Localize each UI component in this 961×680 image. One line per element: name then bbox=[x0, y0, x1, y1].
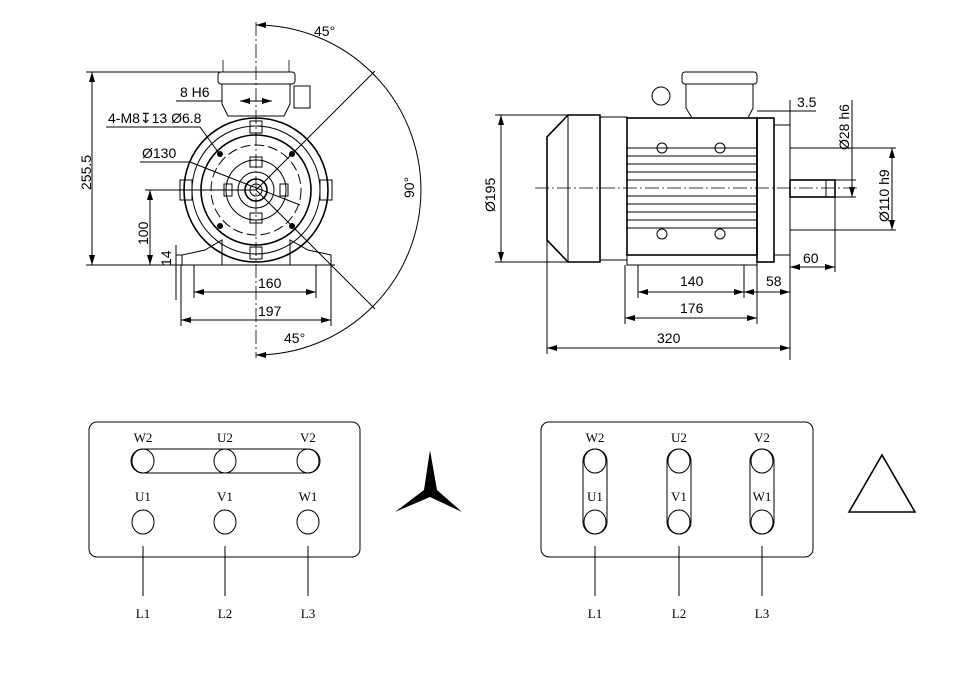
dim-flange-holes: 4-M8↧13 Ø6.8 bbox=[108, 110, 202, 126]
delta-connection-diagram: W2 U2 V2 U1 V1 W1 L1 L2 L3 bbox=[540, 421, 917, 621]
lifting-eye bbox=[651, 86, 671, 106]
line-label-l3: L3 bbox=[755, 606, 769, 621]
terminal-label-v1: V1 bbox=[671, 489, 687, 504]
flange bbox=[756, 117, 775, 263]
star-bridge bbox=[130, 448, 321, 474]
terminal-label-w2: W2 bbox=[134, 430, 153, 445]
terminal-bottom-row bbox=[131, 509, 320, 535]
angle-top-label: 45° bbox=[314, 23, 335, 39]
feet bbox=[176, 239, 335, 266]
dim-flange-pcd: Ø130 bbox=[142, 145, 176, 161]
terminal-label-u1: U1 bbox=[135, 489, 151, 504]
star-connection-diagram: W2 U2 V2 U1 V1 W1 L1 L2 L3 bbox=[88, 421, 462, 621]
mounting-bosses bbox=[656, 142, 726, 240]
terminal-label-w1: W1 bbox=[299, 489, 318, 504]
dim-flange-to-foot: 58 bbox=[766, 273, 782, 289]
delta-symbol-icon bbox=[847, 453, 917, 513]
terminal-label-u2: U2 bbox=[217, 430, 233, 445]
dim-foot-hole-distance: 140 bbox=[680, 273, 704, 289]
dim-key: 8 H6 bbox=[180, 84, 210, 100]
terminal-circles bbox=[583, 448, 774, 535]
dim-foot-hole-spacing: 160 bbox=[258, 275, 282, 291]
shaft bbox=[789, 179, 836, 198]
terminal-label-u1: U1 bbox=[587, 489, 603, 504]
side-foot bbox=[626, 254, 758, 266]
dim-shaft-diameter: Ø28 h6 bbox=[836, 104, 852, 150]
star-symbol-icon bbox=[395, 450, 462, 512]
angle-span-label: 90° bbox=[401, 177, 417, 198]
terminal-label-w2: W2 bbox=[586, 430, 605, 445]
terminal-label-w1: W1 bbox=[753, 489, 772, 504]
dim-height: 255.5 bbox=[78, 155, 94, 190]
dim-foot-width: 197 bbox=[258, 303, 282, 319]
angle-arc bbox=[255, 22, 422, 358]
front-view: 45° 45° 90° 255.5 100 14 160 197 8 H6 4-… bbox=[78, 22, 422, 358]
dim-fan-diameter: Ø195 bbox=[482, 178, 498, 212]
dim-shaft-length: 60 bbox=[803, 250, 819, 266]
line-label-l2: L2 bbox=[672, 606, 686, 621]
side-view: Ø195 Ø28 h6 Ø110 h9 3.5 60 140 58 176 bbox=[482, 71, 896, 360]
terminal-top-row bbox=[131, 448, 320, 474]
terminal-label-v1: V1 bbox=[217, 489, 233, 504]
terminal-box bbox=[217, 60, 311, 117]
dim-shaft-height: 100 bbox=[135, 221, 151, 245]
dim-foot-thickness: 14 bbox=[158, 250, 174, 266]
line-label-l1: L1 bbox=[588, 606, 602, 621]
cooling-fins bbox=[627, 147, 757, 229]
dim-spigot-diameter: Ø110 h9 bbox=[876, 169, 892, 222]
motor-body bbox=[626, 117, 758, 256]
terminal-board bbox=[540, 421, 814, 558]
line-label-l2: L2 bbox=[218, 606, 232, 621]
terminal-label-v2: V2 bbox=[754, 430, 770, 445]
dim-overall-length: 320 bbox=[657, 330, 681, 346]
dim-spigot-depth: 3.5 bbox=[797, 94, 817, 110]
angle-bottom-label: 45° bbox=[284, 330, 305, 346]
line-label-l3: L3 bbox=[301, 606, 315, 621]
terminal-label-v2: V2 bbox=[300, 430, 316, 445]
line-label-l1: L1 bbox=[136, 606, 150, 621]
dim-foot-length: 176 bbox=[680, 300, 704, 316]
fan-cover bbox=[546, 114, 601, 263]
terminal-label-u2: U2 bbox=[671, 430, 687, 445]
